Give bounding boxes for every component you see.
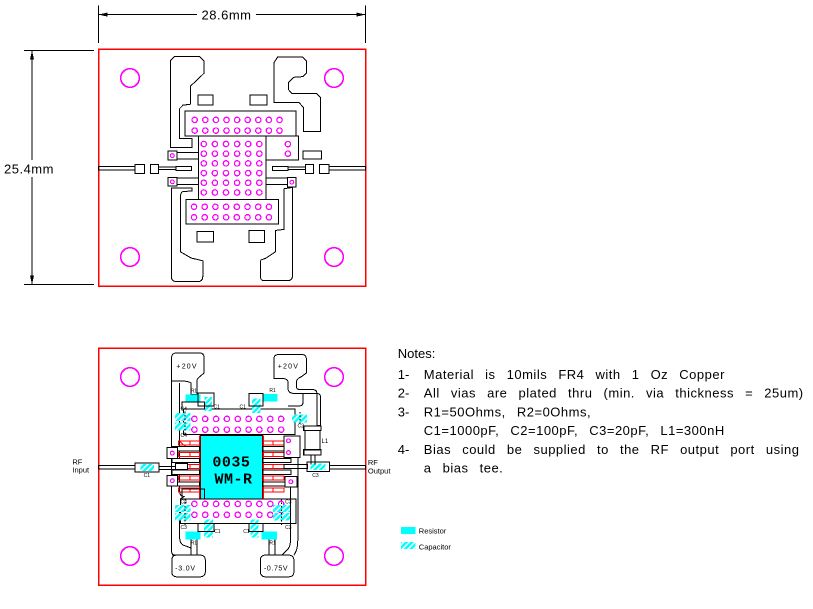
svg-text:0035: 0035 [212,455,250,472]
svg-text:3-: 3- [398,404,410,419]
svg-text:-0.75V: -0.75V [264,566,288,573]
svg-text:C3: C3 [312,473,319,479]
svg-text:R1: R1 [269,541,276,547]
svg-text:C4: C4 [181,500,188,506]
svg-text:RF: RF [72,458,82,467]
svg-text:+20V: +20V [176,363,197,370]
svg-text:C3: C3 [285,525,292,531]
svg-text:C1: C1 [243,529,250,535]
svg-text:C3: C3 [181,525,188,531]
svg-text:a bias tee.: a bias tee. [424,461,504,476]
svg-text:R1=50Ohms, R2=0Ohms,: R1=50Ohms, R2=0Ohms, [424,404,591,419]
svg-text:C1: C1 [144,473,151,479]
svg-text:RF: RF [368,458,378,467]
svg-text:Resistor: Resistor [419,526,447,535]
svg-text:1-: 1- [398,367,410,382]
svg-text:Bias could be supplied to the: Bias could be supplied to the RF output … [424,442,800,457]
svg-text:Output: Output [368,467,391,476]
svg-text:2-: 2- [398,386,410,401]
svg-text:R1: R1 [191,541,198,547]
svg-text:Notes:: Notes: [398,346,436,361]
svg-text:C2: C2 [298,424,305,430]
svg-text:L1: L1 [322,439,329,445]
svg-text:C4: C4 [181,433,188,439]
svg-text:C1: C1 [214,405,221,411]
svg-text:WM-R: WM-R [214,472,252,489]
svg-text:C1=1000pF, C2=100pF, C3=20pF,: C1=1000pF, C2=100pF, C3=20pF, L1=300nH [424,423,725,438]
svg-text:C4: C4 [181,407,188,413]
svg-text:R1: R1 [191,389,198,395]
svg-text:Material is 10mils FR4 with 1: Material is 10mils FR4 with 1 Oz Copper [424,367,725,382]
svg-text:Input: Input [72,466,90,475]
svg-text:4-: 4- [398,442,410,457]
svg-text:-3.0V: -3.0V [175,566,196,573]
svg-text:C1: C1 [239,405,246,411]
svg-text:C3: C3 [285,500,292,506]
svg-text:+20V: +20V [278,363,299,370]
svg-text:25.4mm: 25.4mm [4,162,54,177]
svg-text:C1: C1 [214,529,221,535]
svg-text:28.6mm: 28.6mm [202,8,252,23]
svg-text:R1: R1 [269,388,276,394]
svg-text:All vias are plated thru (min.: All vias are plated thru (min. via thick… [424,386,804,401]
svg-text:Capacitor: Capacitor [419,542,452,551]
